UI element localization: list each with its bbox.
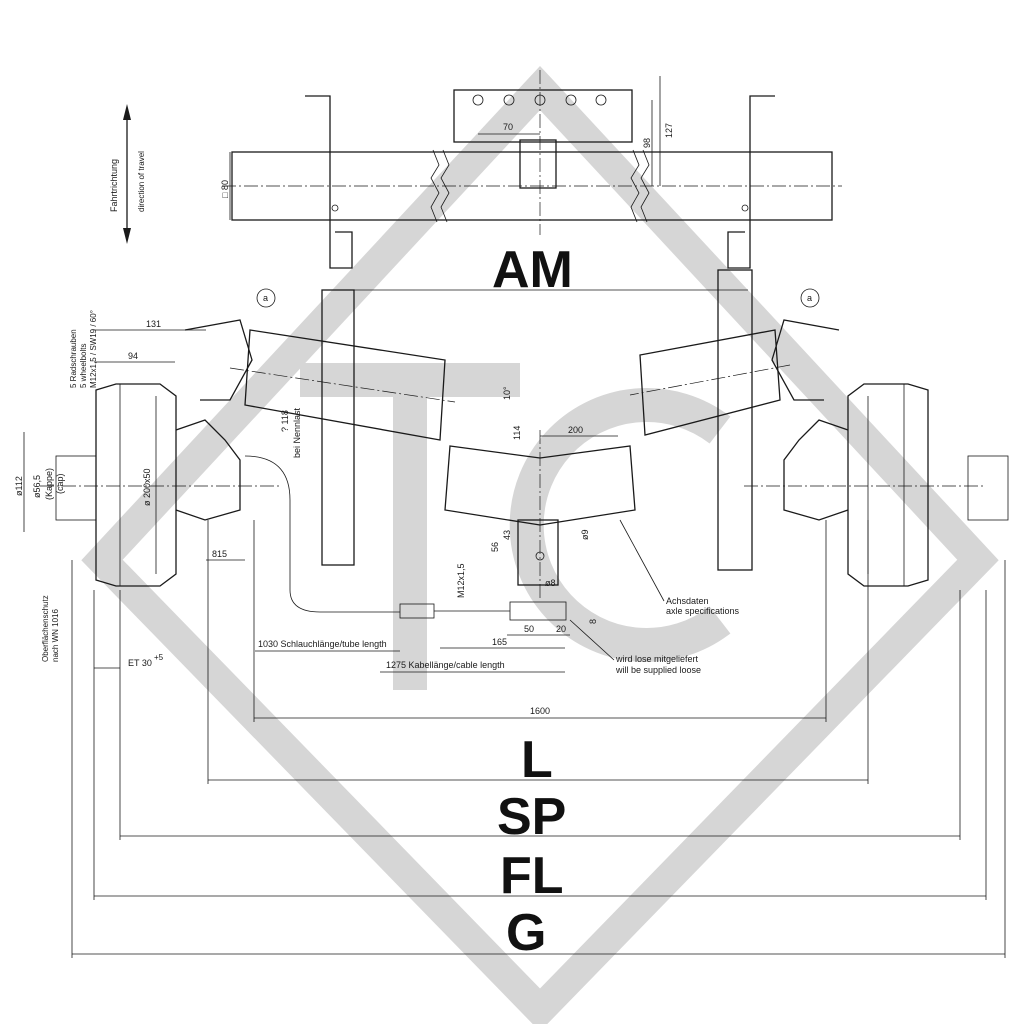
dim-m12: M12x1,5	[456, 563, 466, 598]
dim-94: 94	[128, 351, 138, 361]
dim-et: ET 30	[128, 658, 152, 668]
dim-118: ? 118	[280, 410, 290, 432]
note-direction: direction of travel	[137, 151, 146, 212]
dim-43: 43	[502, 530, 512, 540]
note-bolt-spec: M12x1,5 / SW19 / 60°	[89, 310, 98, 388]
top-view-dimensions	[229, 76, 661, 220]
dim-56-5: ø56,5	[32, 475, 42, 498]
dim-cap: (cap)	[55, 473, 65, 494]
torsion-arms	[229, 269, 791, 571]
note-wird-lose: wird lose mitgeliefert	[615, 654, 699, 664]
note-oberflaeche: Oberflächenschutz	[41, 595, 50, 662]
label-fl: FL	[500, 847, 564, 905]
marker-a-left-text: a	[263, 293, 268, 303]
note-tube-length: 1030 Schlauchlänge/tube length	[258, 639, 387, 649]
dim-50: 50	[524, 624, 534, 634]
dim-8b: 8	[588, 619, 598, 624]
note-norm: nach WN 1016	[51, 609, 60, 662]
note-fahrtrichtung: Fahrtrichtung	[109, 159, 119, 212]
axle-tube-top-view	[222, 70, 842, 269]
dim-70: 70	[503, 122, 513, 132]
dim-200x50: ø 200x50	[142, 468, 152, 506]
marker-a-left	[256, 288, 276, 308]
note-radschrauben: 5 Radschrauben	[69, 329, 78, 388]
dim-et-sup: +5	[154, 653, 164, 662]
dim-10deg: 10°	[502, 386, 512, 400]
label-am: AM	[492, 241, 573, 299]
left-wheel-hub	[40, 319, 280, 587]
dim-200: 200	[568, 425, 583, 435]
dim-56: 56	[490, 542, 500, 552]
dim-1600: 1600	[530, 706, 550, 716]
label-g: G	[506, 904, 546, 962]
watermark-logo	[81, 65, 999, 1024]
note-cable-length: 1275 Kabellänge/cable length	[386, 660, 505, 670]
dim-8: ø8	[545, 578, 556, 588]
label-l: L	[521, 731, 553, 789]
marker-a-right-text: a	[807, 293, 812, 303]
dim-9: ø9	[580, 529, 590, 540]
note-nennlast: bei Nennlast	[292, 407, 302, 458]
dim-112: ø112	[14, 476, 24, 496]
dim-131: 131	[146, 319, 161, 329]
dim-20: 20	[556, 624, 566, 634]
overall-dimension-lines	[71, 520, 1006, 958]
dim-127: 127	[664, 123, 674, 138]
dim-165: 165	[492, 637, 507, 647]
note-wheelbolts: 5 wheelbolts	[79, 344, 88, 388]
dim-kappe: (Kappe)	[44, 468, 54, 500]
dim-114: 114	[512, 426, 522, 440]
dim-815: 815	[212, 549, 227, 559]
marker-a-right	[800, 288, 820, 308]
note-axle-specs: axle specifications	[666, 606, 740, 616]
centre-section-detail	[444, 430, 636, 600]
dim-80: □ 80	[220, 180, 230, 198]
note-achsdaten: Achsdaten	[666, 596, 709, 606]
note-supplied-loose: will be supplied loose	[615, 665, 701, 675]
dim-98: 98	[642, 138, 652, 148]
brake-cable	[244, 455, 567, 621]
label-sp: SP	[497, 788, 566, 846]
direction-of-travel-arrow	[123, 104, 131, 244]
